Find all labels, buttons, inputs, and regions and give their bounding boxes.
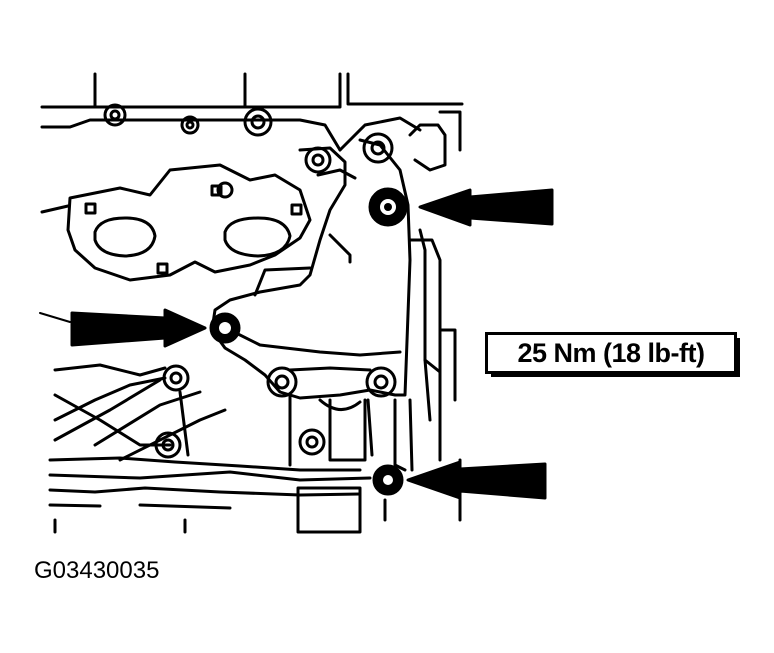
bolt-heads [103,103,397,459]
engine-lower-block [48,363,462,534]
torque-spec-label: 25 Nm (18 lb-ft) [485,332,740,377]
mounting-bracket [210,138,442,462]
arrow-left [70,308,207,348]
figure-id: G03430035 [34,557,160,584]
engine-right-side [408,110,462,472]
torque-bolts [209,187,408,496]
callout-arrows [39,188,554,500]
arrow-upper-right [418,188,554,227]
arrow-lower-right [406,460,547,500]
manifold-flange [40,163,312,282]
